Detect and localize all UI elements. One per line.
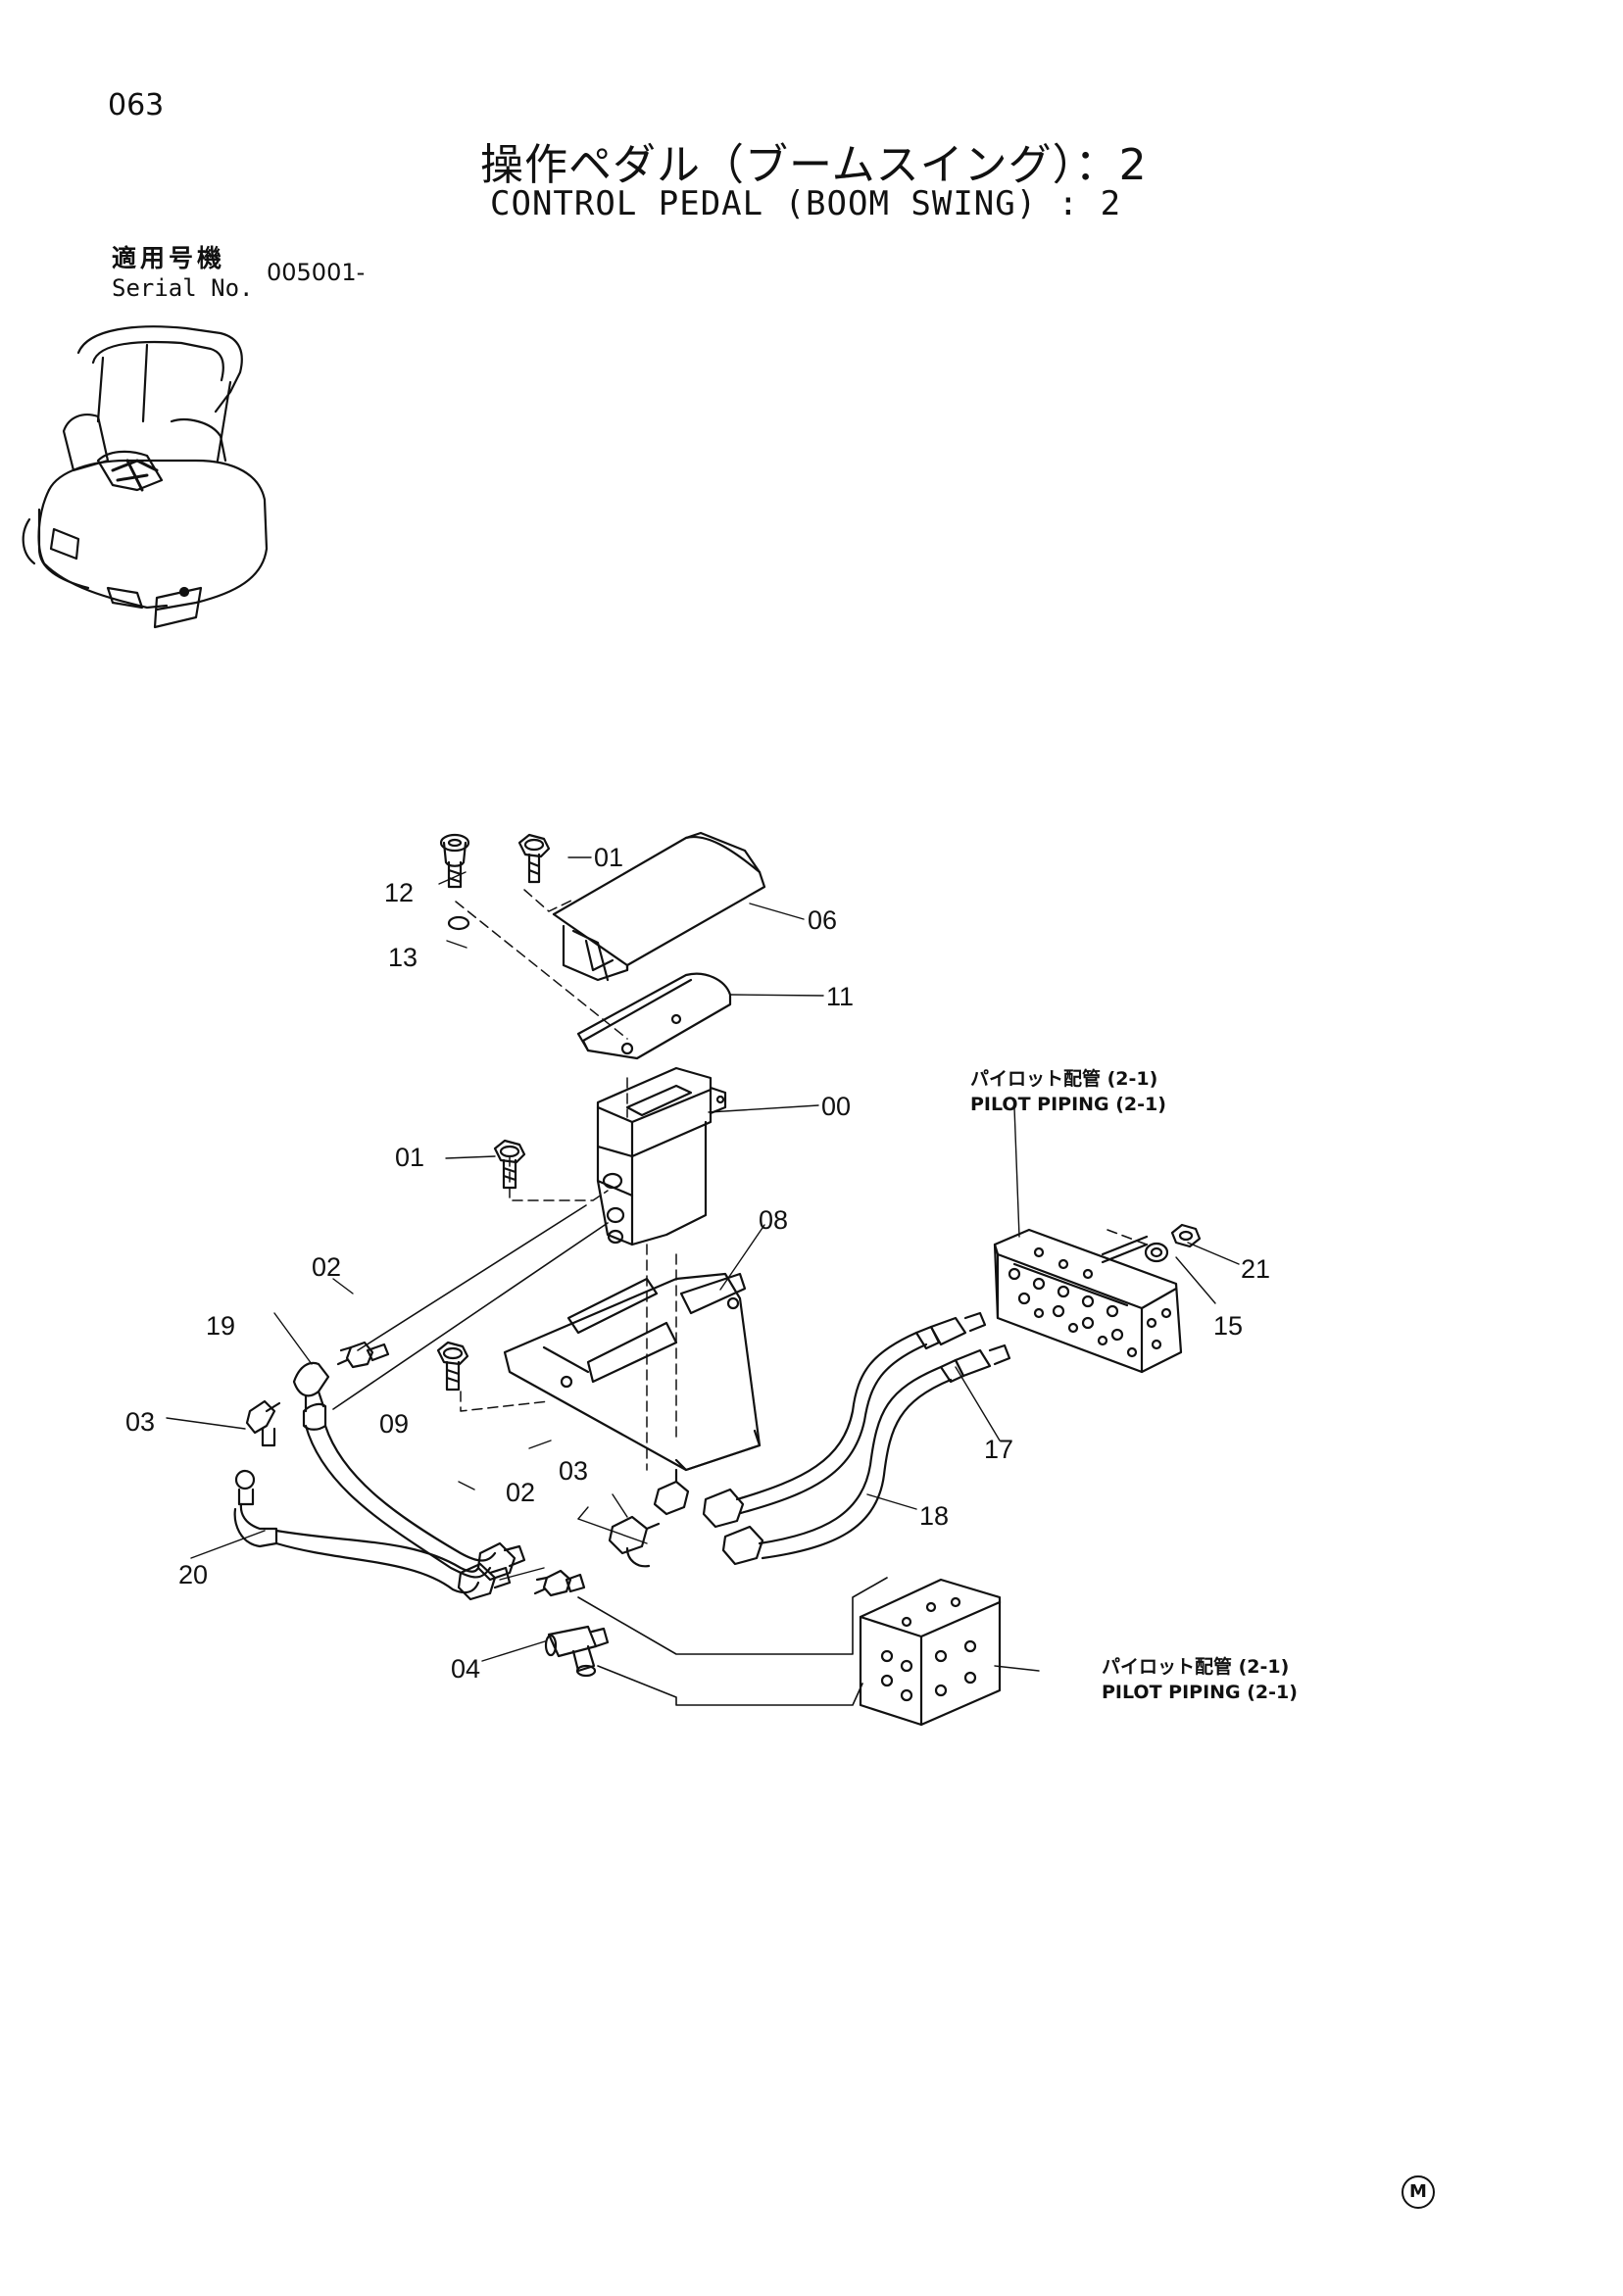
elbow-03-center — [608, 1468, 690, 1568]
callout-17: 17 — [984, 1435, 1013, 1464]
callout-03-left: 03 — [125, 1407, 155, 1437]
callout-01-middle: 01 — [395, 1143, 424, 1172]
callout-15: 15 — [1213, 1311, 1243, 1341]
callout-numbers: 01 12 06 13 11 00 01 08 02 21 19 15 09 0… — [125, 843, 1270, 1684]
page-title-japanese: 操作ペダル（ブームスイング）：2 — [480, 140, 1148, 190]
page-title-english: CONTROL PEDAL (BOOM SWING) : 2 — [490, 184, 1122, 223]
pedal-valve-00 — [596, 1066, 727, 1246]
callout-09: 09 — [379, 1409, 409, 1439]
bracket-08 — [503, 1272, 762, 1472]
pilot-block-lower — [859, 1578, 1002, 1727]
callout-18: 18 — [919, 1501, 949, 1531]
callout-12: 12 — [384, 878, 414, 907]
washer-15 — [1144, 1242, 1169, 1263]
machine-thumbnail — [22, 325, 269, 629]
callout-02-lower: 02 — [506, 1478, 535, 1507]
callout-02-upper: 02 — [312, 1252, 341, 1282]
reference-label-english: PILOT PIPING (2-1) — [1102, 1682, 1298, 1703]
hose-17 — [702, 1311, 1011, 1566]
pilot-piping-reference-top: パイロット配管 (2-1) PILOT PIPING (2-1) — [970, 1066, 1166, 1117]
page-number: 063 — [108, 88, 165, 122]
serial-label-japanese: 適用号機 — [112, 244, 226, 272]
callout-20: 20 — [178, 1560, 208, 1589]
callout-11: 11 — [826, 982, 854, 1011]
adapter-02-lower — [533, 1569, 586, 1597]
callout-03-center: 03 — [559, 1456, 588, 1486]
pedal-cover-06 — [552, 831, 766, 982]
callout-19: 19 — [206, 1311, 235, 1341]
callout-04: 04 — [451, 1654, 480, 1684]
hose-20 — [233, 1469, 512, 1601]
assembly-lines — [455, 889, 1148, 1471]
callout-08: 08 — [759, 1205, 788, 1235]
pilot-piping-reference-bottom: パイロット配管 (2-1) PILOT PIPING (2-1) — [1102, 1654, 1298, 1705]
reference-label-japanese: パイロット配管 (2-1) — [1102, 1656, 1290, 1678]
callout-13: 13 — [388, 943, 418, 972]
serial-number: 005001- — [267, 259, 366, 286]
elbow-03-left — [245, 1399, 281, 1447]
connector-lines — [332, 1204, 888, 1706]
callout-21: 21 — [1241, 1254, 1270, 1284]
reference-label-english: PILOT PIPING (2-1) — [970, 1094, 1166, 1115]
callout-00: 00 — [821, 1092, 851, 1121]
reference-label-japanese: パイロット配管 (2-1) — [970, 1068, 1158, 1090]
callout-01-top: 01 — [594, 843, 623, 872]
tee-04 — [544, 1625, 610, 1678]
bolt-12 — [439, 833, 470, 889]
adapter-02-upper — [336, 1341, 390, 1369]
nut-21 — [1170, 1223, 1202, 1248]
pedal-pad-11 — [576, 972, 732, 1060]
callout-06: 06 — [808, 905, 837, 935]
serial-label-english: Serial No. — [112, 274, 254, 302]
circled-m-mark: M — [1402, 2175, 1435, 2209]
washer-13 — [447, 915, 470, 931]
bolt-01-middle — [493, 1139, 526, 1190]
bolt-01-top — [517, 833, 551, 884]
bolt-09 — [436, 1341, 469, 1392]
pilot-block-upper — [993, 1228, 1183, 1374]
